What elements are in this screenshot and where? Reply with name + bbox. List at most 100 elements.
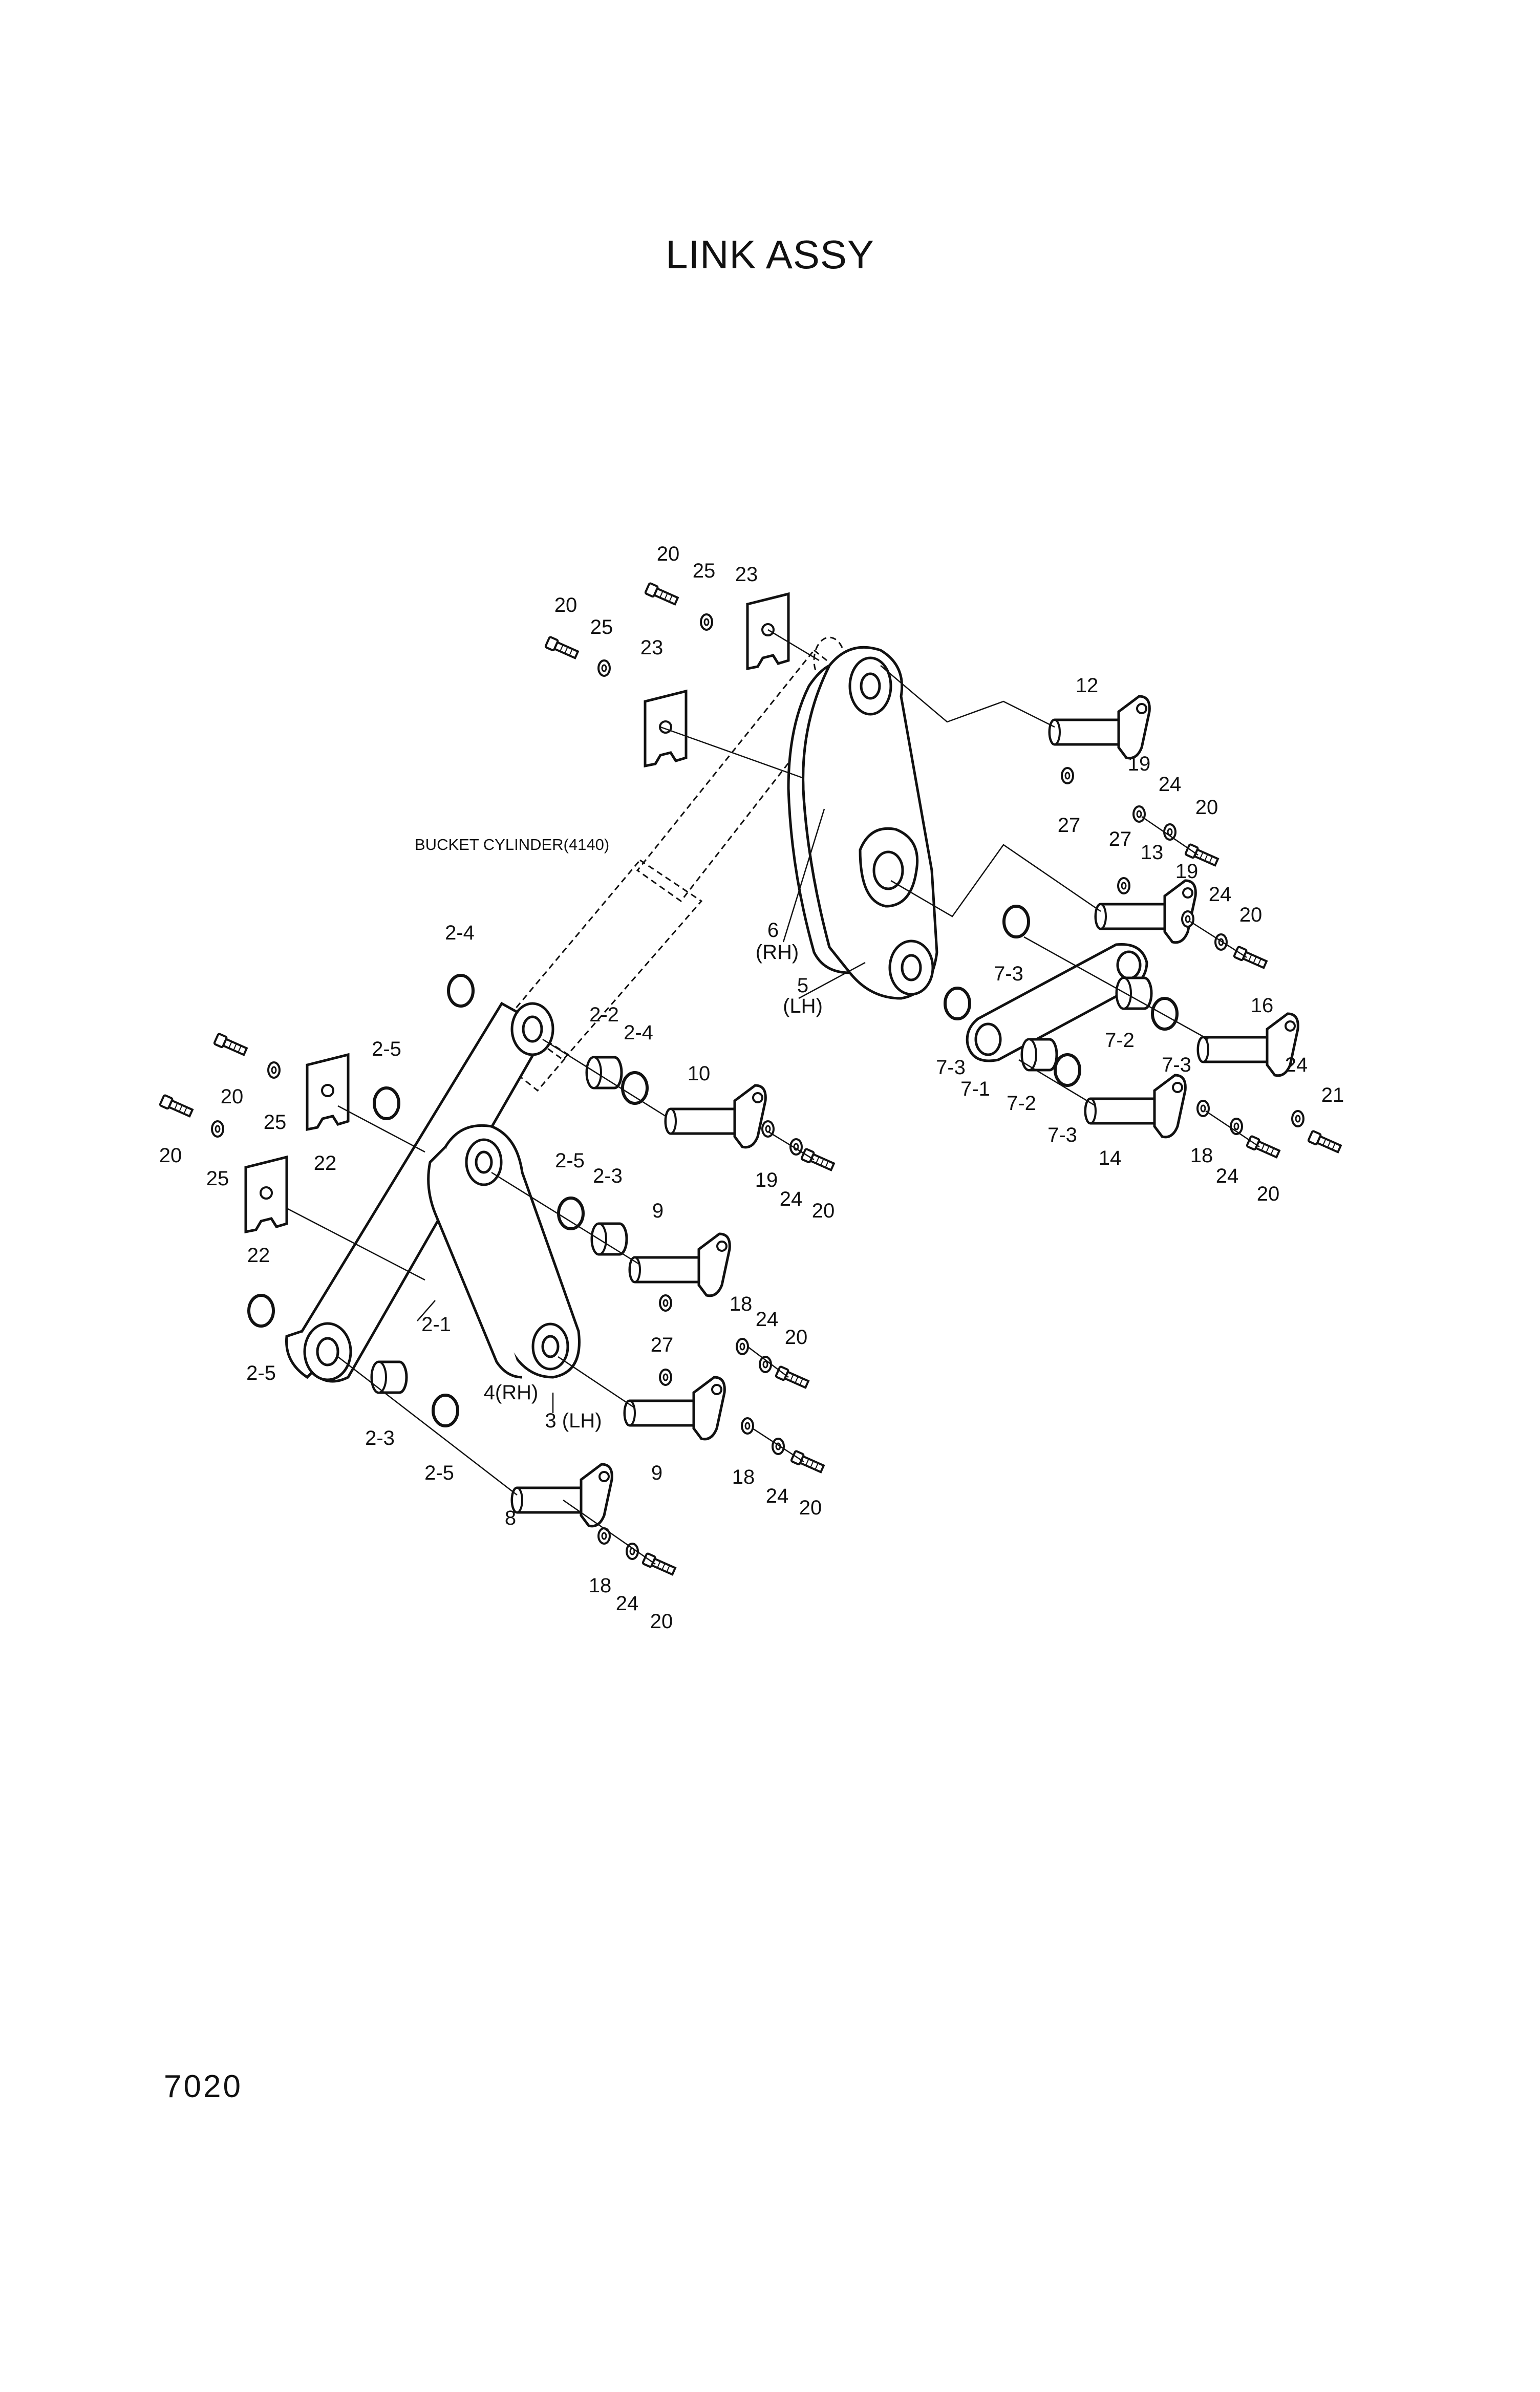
oring-7-3-a bbox=[1004, 906, 1029, 937]
callout-c29: 21 bbox=[1321, 1084, 1344, 1106]
callout-c19: 5 bbox=[797, 974, 808, 997]
pin-9-lower bbox=[625, 1377, 724, 1439]
bucket-cylinder-note: BUCKET CYLINDER(4140) bbox=[415, 836, 609, 853]
link-4-3 bbox=[427, 1124, 581, 1379]
washer-24-g bbox=[772, 1438, 785, 1455]
washer-25-c bbox=[267, 1061, 281, 1079]
callout-c22: 16 bbox=[1251, 994, 1274, 1017]
washer-27-b bbox=[1117, 877, 1130, 894]
bushing-2-3-lower bbox=[372, 1362, 407, 1393]
bolt-20-k bbox=[641, 1552, 677, 1577]
bolt-20-e bbox=[1245, 1135, 1281, 1160]
callout-c36: 2-2 bbox=[589, 1003, 619, 1026]
callout-c15: 24 bbox=[1209, 883, 1232, 906]
plate-22-upper bbox=[307, 1055, 348, 1129]
callout-c34: 20 bbox=[1257, 1183, 1280, 1205]
callout-c13: 13 bbox=[1141, 841, 1164, 864]
callout-c54: 20 bbox=[785, 1326, 808, 1349]
callout-c02: 25 bbox=[693, 560, 716, 582]
callout-c59: 3 (LH) bbox=[545, 1409, 602, 1432]
bolt-20-b bbox=[544, 635, 580, 661]
callout-c12: 27 bbox=[1109, 828, 1132, 850]
bolt-20-a bbox=[644, 582, 680, 607]
bolt-20-j bbox=[789, 1449, 826, 1475]
callout-c63: 20 bbox=[799, 1497, 822, 1519]
bolt-20-f bbox=[800, 1147, 836, 1173]
callout-c26: 7-1 bbox=[960, 1078, 990, 1100]
bolt-20-d bbox=[1232, 945, 1269, 971]
diagram-title: LINK ASSY bbox=[666, 232, 874, 277]
callout-c30: 7-3 bbox=[1047, 1124, 1077, 1146]
callout-c65: 2-5 bbox=[424, 1462, 454, 1484]
callout-c18: (RH) bbox=[756, 941, 799, 964]
oring-7-3-b bbox=[945, 988, 970, 1019]
washer-18-b bbox=[736, 1338, 749, 1355]
callout-c58: 4(RH) bbox=[484, 1381, 539, 1404]
plate-23-upper bbox=[747, 594, 788, 669]
callout-c24: 7-3 bbox=[1162, 1054, 1191, 1076]
callout-c38: 10 bbox=[688, 1062, 711, 1085]
callout-c69: 20 bbox=[650, 1610, 673, 1633]
callout-c31: 14 bbox=[1099, 1147, 1122, 1169]
callout-c17: 6 bbox=[767, 919, 779, 942]
washer-25-a bbox=[700, 613, 713, 631]
bushing-2-3-upper bbox=[592, 1224, 627, 1254]
callout-c49: 2-5 bbox=[555, 1149, 585, 1172]
callout-c68: 24 bbox=[616, 1592, 639, 1615]
oring-7-3-c bbox=[1152, 998, 1177, 1029]
oring-2-4-upper bbox=[448, 975, 473, 1006]
pin-12 bbox=[1050, 696, 1149, 758]
washer-24-a bbox=[1163, 823, 1177, 841]
pin-14 bbox=[1085, 1075, 1185, 1137]
callout-c20: (LH) bbox=[783, 995, 823, 1017]
callout-c04: 20 bbox=[554, 594, 578, 616]
oring-2-5-b bbox=[559, 1198, 583, 1229]
bolt-20-g bbox=[212, 1032, 249, 1058]
oring-2-5-d bbox=[433, 1395, 458, 1426]
link-2-1 bbox=[285, 1001, 554, 1383]
callout-c33: 24 bbox=[1216, 1165, 1239, 1187]
callout-c28: 24 bbox=[1285, 1054, 1308, 1076]
callout-c60: 9 bbox=[651, 1462, 662, 1484]
callout-c16: 20 bbox=[1239, 904, 1263, 926]
callout-c10: 27 bbox=[1058, 814, 1081, 837]
callout-c27: 7-2 bbox=[1007, 1092, 1036, 1115]
callout-c09: 24 bbox=[1159, 773, 1182, 796]
callout-labels: 20 25 23 20 25 23 12 19 24 27 20 27 13 1… bbox=[159, 543, 1344, 1633]
bolt-21 bbox=[1307, 1129, 1343, 1155]
washer-19-b bbox=[1181, 910, 1194, 928]
callout-c39: 19 bbox=[755, 1169, 778, 1191]
callout-c25: 7-3 bbox=[936, 1056, 966, 1079]
callout-c47: 25 bbox=[206, 1167, 229, 1190]
bushing-7-2-upper bbox=[1117, 978, 1151, 1009]
callout-c66: 8 bbox=[505, 1507, 516, 1529]
callout-c05: 25 bbox=[590, 616, 613, 638]
callout-c03: 23 bbox=[735, 563, 758, 586]
washer-24-c bbox=[1291, 1110, 1304, 1127]
washer-18-a bbox=[1196, 1100, 1210, 1117]
callout-c42: 20 bbox=[221, 1085, 244, 1108]
callout-c40: 24 bbox=[780, 1188, 803, 1210]
callout-c50: 2-3 bbox=[593, 1165, 623, 1187]
callout-c53: 24 bbox=[756, 1308, 779, 1331]
oring-7-3-d bbox=[1055, 1055, 1080, 1085]
callout-c11: 20 bbox=[1195, 796, 1218, 819]
oring-2-5-c bbox=[249, 1295, 273, 1326]
oring-2-5-a bbox=[374, 1088, 399, 1119]
callout-c45: 22 bbox=[314, 1152, 337, 1174]
bushing-2-2 bbox=[587, 1057, 622, 1088]
callout-c41: 20 bbox=[812, 1200, 835, 1222]
pin-16 bbox=[1198, 1014, 1298, 1076]
assembly-lines bbox=[286, 629, 1260, 1565]
callout-c23: 7-2 bbox=[1105, 1029, 1135, 1052]
washer-18-c bbox=[741, 1417, 754, 1435]
pin-8 bbox=[512, 1464, 612, 1526]
callout-c61: 18 bbox=[732, 1466, 755, 1488]
callout-c56: 2-1 bbox=[421, 1313, 451, 1336]
page-number: 7020 bbox=[164, 2069, 243, 2104]
callout-c35: 2-4 bbox=[445, 922, 475, 944]
washer-27-c bbox=[659, 1294, 672, 1312]
oring-2-4-lower bbox=[623, 1073, 647, 1103]
